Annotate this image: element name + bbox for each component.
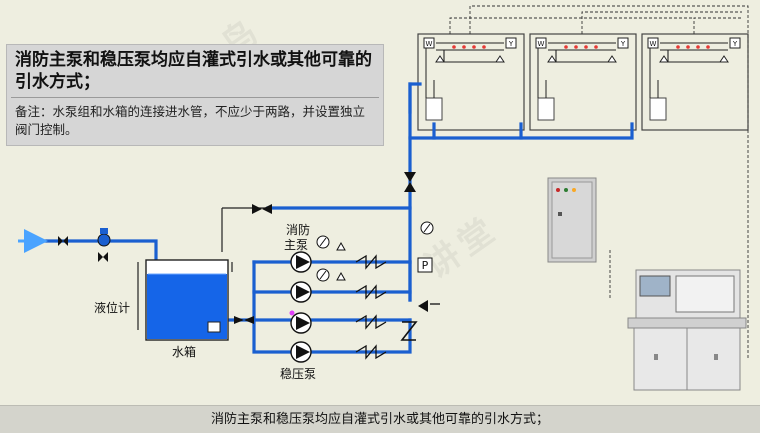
sprinkler-head xyxy=(584,45,588,49)
sprinkler-drop xyxy=(435,55,445,63)
sprinkler-drop xyxy=(719,55,729,63)
sprinkler-head xyxy=(594,45,598,49)
y-marker-label: Y xyxy=(508,40,514,48)
sprinkler-head xyxy=(676,45,680,49)
water-tank xyxy=(145,259,229,341)
sprinkler-drop xyxy=(659,55,669,63)
pressure-switch-box xyxy=(417,257,433,273)
signal-lines xyxy=(449,5,749,360)
sprinkler-head xyxy=(574,45,578,49)
callout-box: 消防主泵和稳压泵均应自灌式引水或其他可靠的引水方式； 备注：水泵组和水箱的连接进… xyxy=(6,44,384,146)
branch-pipe xyxy=(548,42,616,63)
check-valves xyxy=(355,254,387,360)
y-marker-box xyxy=(729,37,741,49)
drop-pipe xyxy=(425,48,435,98)
drop-pipe xyxy=(649,48,659,98)
w-marker-box xyxy=(423,37,435,49)
alarm-console xyxy=(627,269,747,391)
y-marker-label: Y xyxy=(732,40,738,48)
black-pipes xyxy=(137,207,268,330)
fire-pump-2 xyxy=(290,281,312,303)
sprinkler-head xyxy=(706,45,710,49)
branch-pipe xyxy=(660,42,728,63)
fire-pump-label-line1: 消防 xyxy=(286,222,310,237)
callout-title: 消防主泵和稳压泵均应自灌式引水或其他可靠的引水方式； xyxy=(15,50,372,92)
callout-note: 备注：水泵组和水箱的连接进水管，不应少于两路，并设置独立阀门控制。 xyxy=(15,104,366,137)
pressure-gauges xyxy=(316,221,434,282)
sprinkler-head xyxy=(686,45,690,49)
caption-text: 消防主泵和稳压泵均应自灌式引水或其他可靠的引水方式； xyxy=(210,412,549,427)
level-gauge-label: 液位计 xyxy=(94,300,130,315)
pressure-pump-label: 稳压泵 xyxy=(280,366,316,381)
pressure-switch-label: P xyxy=(422,259,429,272)
sprinkler-drop xyxy=(495,55,505,63)
branch-pipe xyxy=(436,42,504,63)
y-marker-box xyxy=(617,37,629,49)
pressure-pump-1 xyxy=(289,310,312,334)
pipe-network xyxy=(44,82,634,354)
pressure-pump-2 xyxy=(290,341,312,363)
sprinkler-head xyxy=(472,45,476,49)
w-marker-box xyxy=(535,37,547,49)
control-cabinet xyxy=(547,177,597,263)
room-2 xyxy=(529,33,637,131)
w-marker-label: W xyxy=(650,40,657,48)
sprinkler-head xyxy=(482,45,486,49)
riser-valves xyxy=(234,172,440,341)
w-marker-label: W xyxy=(426,40,433,48)
inlet-valves xyxy=(58,228,111,262)
sprinkler-head xyxy=(696,45,700,49)
fire-pump-1 xyxy=(290,251,312,273)
caption-bar: 消防主泵和稳压泵均应自灌式引水或其他可靠的引水方式； xyxy=(0,405,760,433)
w-marker-box xyxy=(647,37,659,49)
sprinkler-drop xyxy=(607,55,617,63)
sprinkler-head xyxy=(452,45,456,49)
tank-label: 水箱 xyxy=(172,344,196,359)
w-marker-label: W xyxy=(538,40,545,48)
y-marker-box xyxy=(505,37,517,49)
callout-divider xyxy=(11,97,379,98)
sprinkler-drop xyxy=(547,55,557,63)
sprinkler-head xyxy=(462,45,466,49)
drop-pipe xyxy=(537,48,547,98)
fire-pump-label-line2: 主泵 xyxy=(284,238,308,252)
y-marker-label: Y xyxy=(620,40,626,48)
room-1 xyxy=(417,33,525,131)
sprinkler-head xyxy=(564,45,568,49)
